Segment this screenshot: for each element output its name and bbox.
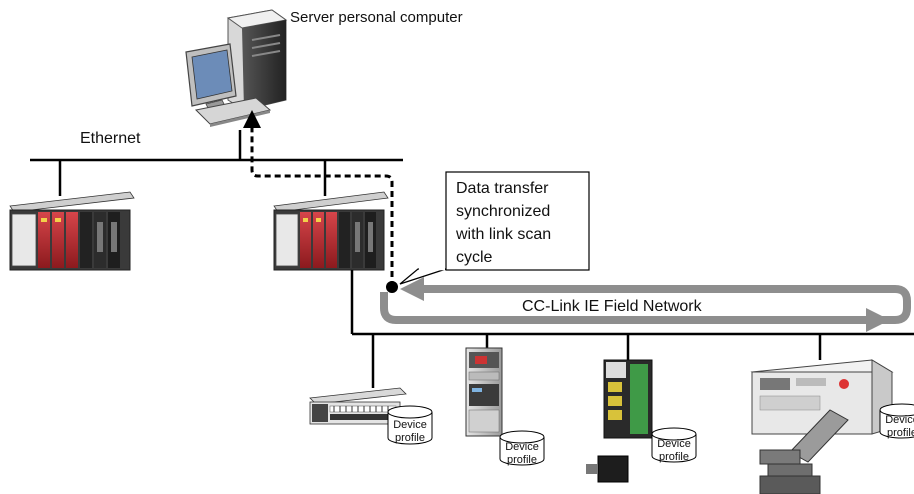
device-profile-label-line1: Device — [657, 438, 691, 450]
callout-line-4: cycle — [456, 249, 493, 266]
data-transfer-origin-dot — [386, 281, 398, 293]
ethernet-label: Ethernet — [80, 130, 141, 147]
data-transfer-arrowhead — [243, 110, 261, 128]
device-profile-label-line1: Device — [393, 419, 427, 431]
robot-icon — [750, 359, 894, 494]
plc-icon — [273, 191, 389, 271]
network-loop-arrow — [380, 285, 911, 324]
device-profile-label-line2: profile — [659, 451, 689, 463]
callout-box — [399, 171, 590, 285]
network-arrowhead-left — [400, 277, 424, 301]
device-profile-icon — [879, 403, 914, 439]
plc-icon — [9, 191, 135, 271]
device-profile-label-line1: Device — [505, 441, 539, 453]
device-profile-icon — [651, 427, 697, 463]
server-computer-icon — [185, 9, 288, 127]
server-label: Server personal computer — [290, 9, 463, 26]
device-profile-label-line1: Device — [885, 414, 914, 426]
device-profile-label-line2: profile — [507, 454, 537, 466]
inverter-icon — [465, 347, 503, 437]
device-profile-icon — [387, 405, 433, 445]
network-arrowhead-right — [866, 308, 890, 332]
callout-line-3: with link scan — [455, 226, 551, 243]
network-label: CC-Link IE Field Network — [522, 298, 703, 315]
device-profile-icon — [499, 430, 545, 466]
device-profile-label-line2: profile — [395, 432, 425, 444]
callout-line-2: synchronized — [456, 203, 550, 220]
io-module-icon — [309, 387, 407, 425]
servo-motor-icon — [586, 455, 629, 483]
servo-amplifier-icon — [603, 359, 653, 439]
callout-line-1: Data transfer — [456, 180, 549, 197]
device-profile-label-line2: profile — [887, 427, 914, 439]
